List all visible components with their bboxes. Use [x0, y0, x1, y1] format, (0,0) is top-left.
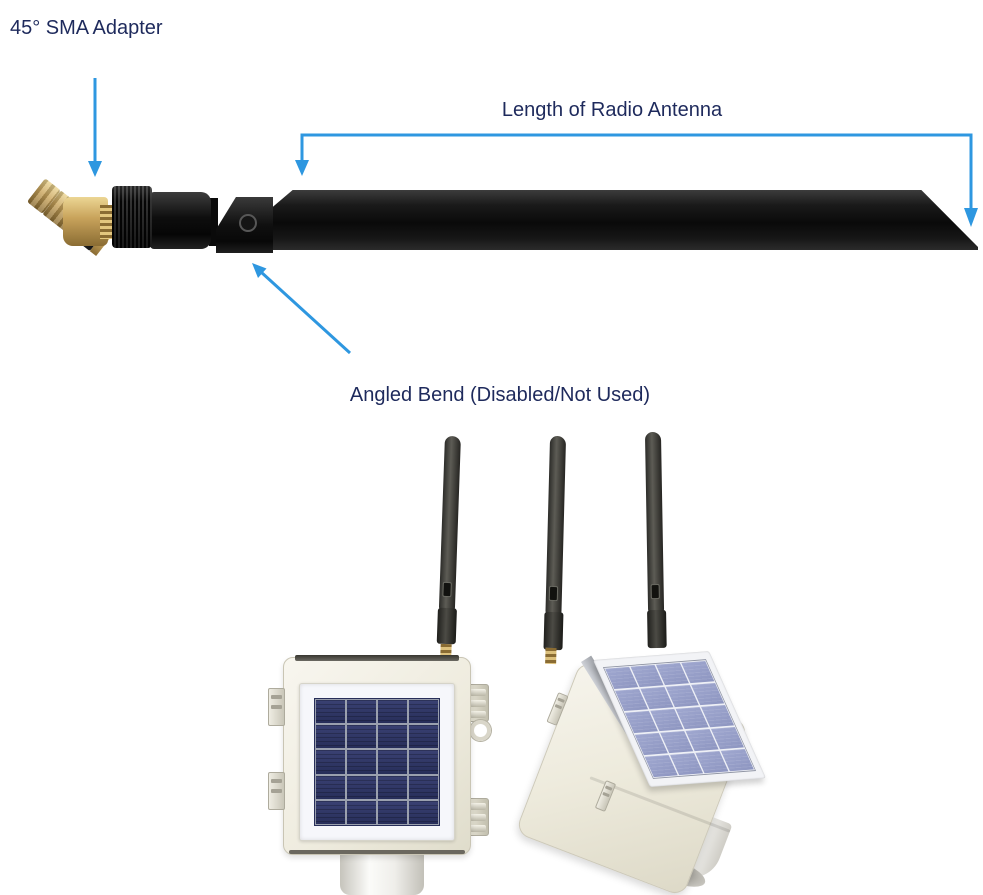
- antenna-body: [270, 190, 978, 250]
- angled-bend-arrow: [259, 270, 352, 355]
- solar-cell: [409, 800, 438, 824]
- antenna-seam: [650, 583, 660, 600]
- solar-cell: [409, 775, 438, 799]
- radio-antenna: [543, 435, 568, 668]
- bend-joint-pivot-ring: [239, 214, 257, 232]
- radio-antenna: [644, 431, 667, 664]
- solar-cell: [347, 750, 376, 774]
- sma-adapter-label: 45° SMA Adapter: [10, 17, 163, 39]
- enclosure-bottom-seam: [289, 850, 465, 854]
- latch: [268, 772, 285, 810]
- solar-cell: [316, 750, 345, 774]
- solar-cell: [409, 700, 438, 724]
- sma-adapter-arrowhead: [88, 161, 102, 177]
- sma-thread-ridges: [100, 205, 114, 239]
- conduit-pipe: [340, 854, 424, 895]
- antenna-hinge-segment: [150, 192, 211, 249]
- radio-antenna: [436, 435, 463, 665]
- solar-panel-frame: [299, 683, 455, 841]
- antenna-base: [647, 609, 667, 649]
- length-right-arrowhead: [964, 208, 978, 227]
- solar-cell: [347, 700, 376, 724]
- solar-cell: [316, 800, 345, 824]
- latch: [268, 688, 285, 726]
- antenna-length-label: Length of Radio Antenna: [501, 99, 723, 121]
- antenna-seam: [442, 581, 452, 598]
- solar-cell: [409, 725, 438, 749]
- solar-cell: [316, 725, 345, 749]
- solar-panel: [314, 698, 440, 826]
- solar-cell: [316, 700, 345, 724]
- solar-cell: [347, 800, 376, 824]
- mounting-eyelet: [470, 720, 491, 741]
- solar-cell: [347, 775, 376, 799]
- solar-cell: [378, 700, 407, 724]
- solar-cell: [378, 725, 407, 749]
- antenna-bend-joint: [216, 197, 273, 253]
- antenna-hinge-gap: [209, 198, 218, 246]
- solar-cell: [409, 750, 438, 774]
- sma-connector: [545, 647, 557, 665]
- solar-node-angled-view: [514, 430, 815, 895]
- antenna-connector-nut: [112, 186, 152, 248]
- solar-cell: [378, 775, 407, 799]
- antenna-base: [436, 607, 457, 645]
- antenna-seam: [548, 585, 559, 602]
- solar-cell: [378, 750, 407, 774]
- solar-cell: [316, 775, 345, 799]
- enclosure-lid-seam: [295, 655, 459, 661]
- solar-cell: [347, 725, 376, 749]
- antenna-base: [543, 611, 564, 651]
- length-left-arrowhead: [295, 160, 309, 176]
- solar-cell: [378, 800, 407, 824]
- solar-node-front-view: [255, 430, 505, 895]
- angled-bend-label: Angled Bend (Disabled/Not Used): [349, 384, 651, 406]
- angled-bend-arrowhead: [252, 263, 267, 278]
